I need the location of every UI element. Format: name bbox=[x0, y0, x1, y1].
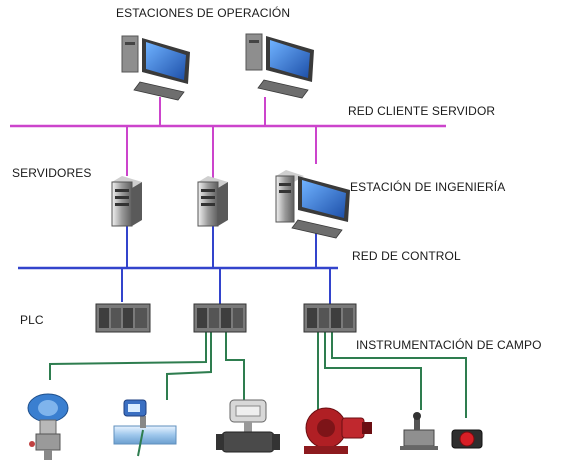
pushbutton-icon bbox=[451, 429, 483, 449]
plc-label: PLC bbox=[20, 313, 44, 327]
client-server-network-label: RED CLIENTE SERVIDOR bbox=[348, 104, 496, 118]
field-wiring bbox=[49, 332, 467, 418]
plc-rack-icon bbox=[303, 303, 357, 333]
computer-icon bbox=[245, 33, 314, 99]
computer-icon bbox=[121, 35, 190, 101]
servers-label: SERVIDORES bbox=[12, 166, 92, 180]
plc-rack-icon bbox=[95, 303, 151, 333]
plc-rack-icon bbox=[193, 303, 247, 333]
pressure-transmitter-icon bbox=[27, 393, 69, 460]
client-server-connections bbox=[126, 97, 317, 178]
control-network-connections bbox=[121, 226, 331, 304]
server-tower-icon bbox=[197, 176, 228, 227]
actuated-valve-icon bbox=[216, 399, 280, 453]
flow-meter-icon bbox=[113, 399, 177, 457]
server-tower-icon bbox=[111, 176, 142, 227]
pump-icon bbox=[304, 407, 372, 454]
limit-switch-icon bbox=[400, 412, 438, 450]
control-network-label: RED DE CONTROL bbox=[352, 249, 461, 263]
computer-with-tower-icon bbox=[275, 170, 350, 239]
field-instrumentation-label: INSTRUMENTACIÓN DE CAMPO bbox=[356, 338, 542, 352]
engineering-station-label: ESTACIÓN DE INGENIERÍA bbox=[350, 180, 506, 194]
operator-stations-label: ESTACIONES DE OPERACIÓN bbox=[116, 6, 291, 20]
